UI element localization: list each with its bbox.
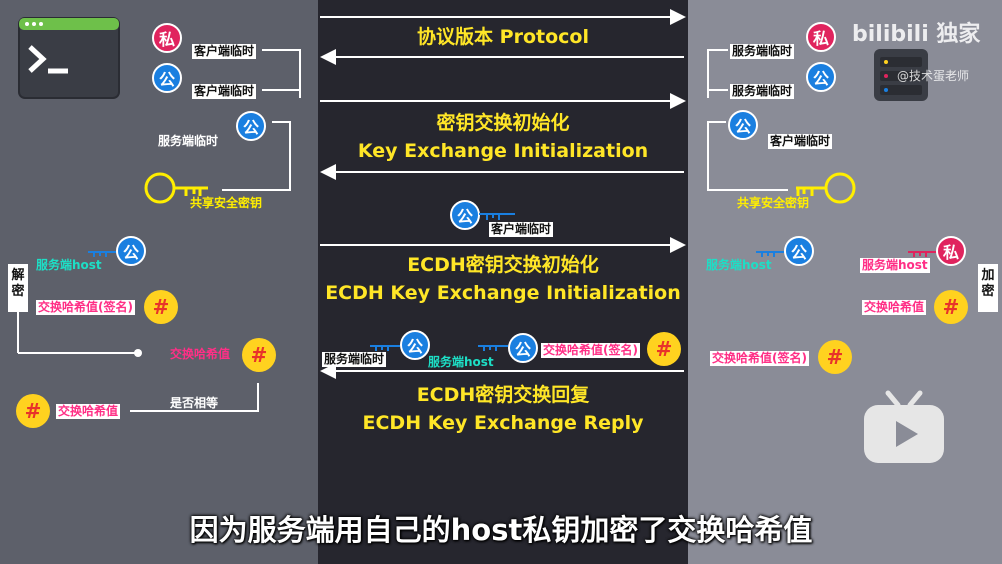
public-key-icon: 公 [508,333,538,363]
server-connectors [707,49,856,204]
label-computed-hash: 交换哈希值 [170,347,231,361]
msg-kexinit-en: Key Exchange Initialization [357,140,649,162]
private-key-icon: 私 [806,22,836,52]
public-key-icon: 公 [152,63,182,93]
key-shaft-icon [370,338,402,357]
msg-ecdh-reply-en: ECDH Key Exchange Reply [362,412,644,434]
public-key-icon: 公 [236,111,266,141]
label-client-ephemeral-public: 客户端临时 [768,134,833,149]
label-server-host-private: 服务端host [860,258,930,273]
label-server-ephemeral-public: 服务端临时 [730,84,795,99]
encrypt-box: 加密 [978,264,998,312]
hash-icon: # [818,340,852,374]
public-key-icon: 公 [400,330,430,360]
label-client-ephemeral-public: 客户端临时 [192,84,257,99]
message-arrows [320,9,686,379]
label-shared-key: 共享安全密钥 [737,196,810,210]
message-panel [318,0,688,564]
public-key-icon: 公 [784,236,814,266]
key-shaft-icon [88,244,118,263]
label-compare-hash: 交换哈希值 [56,404,121,419]
msg-ecdh-init-cn: ECDH密钥交换初始化 [407,254,599,276]
hash-icon: # [144,290,178,324]
label-server-ephemeral-public: 服务端临时 [158,134,219,148]
terminal-icon [18,17,120,99]
server-icon [870,45,932,105]
key-shaft-icon [479,206,519,226]
subtitle: 因为服务端用自己的host私钥加密了交换哈希值 [189,513,813,547]
public-key-icon: 公 [450,200,480,230]
bilibili-watermark: bilibili 独家 [852,22,981,47]
private-key-icon: 私 [152,23,182,53]
label-server-ephemeral-private: 服务端临时 [730,44,795,59]
hash-icon: # [242,338,276,372]
msg-kexinit-cn: 密钥交换初始化 [436,112,570,134]
label-signed-hash: 交换哈希值(签名) [541,343,640,358]
public-key-icon: 公 [116,236,146,266]
key-shaft-icon [756,244,786,263]
hash-icon: # [647,332,681,366]
key-shaft-icon [478,338,510,357]
label-client-ephemeral: 客户端临时 [489,222,554,237]
label-server-host-public: 服务端host [706,258,772,272]
label-server-host: 服务端host [36,258,102,272]
label-is-equal: 是否相等 [170,396,219,410]
label-exchange-hash: 交换哈希值 [862,300,927,315]
decrypt-box: 解密 [8,264,28,312]
msg-ecdh-reply-cn: ECDH密钥交换回复 [416,384,590,406]
label-server-ephemeral: 服务端临时 [322,352,387,367]
label-signed-hash: 交换哈希值(签名) [36,300,135,315]
msg-protocol: 协议版本 Protocol [417,26,589,48]
private-key-icon: 私 [936,236,966,266]
public-key-icon: 公 [728,110,758,140]
msg-ecdh-init-en: ECDH Key Exchange Initialization [325,282,681,304]
author-watermark: @技术蛋老师 [897,69,970,83]
bilibili-tv-icon [862,385,946,465]
label-shared-key: 共享安全密钥 [190,196,263,210]
key-shaft-icon [908,244,938,263]
label-client-ephemeral-private: 客户端临时 [192,44,257,59]
label-signed-hash: 交换哈希值(签名) [710,351,809,366]
label-server-host: 服务端host [428,355,494,369]
hash-icon: # [16,394,50,428]
public-key-icon: 公 [806,62,836,92]
client-connectors [17,49,301,412]
hash-icon: # [934,290,968,324]
